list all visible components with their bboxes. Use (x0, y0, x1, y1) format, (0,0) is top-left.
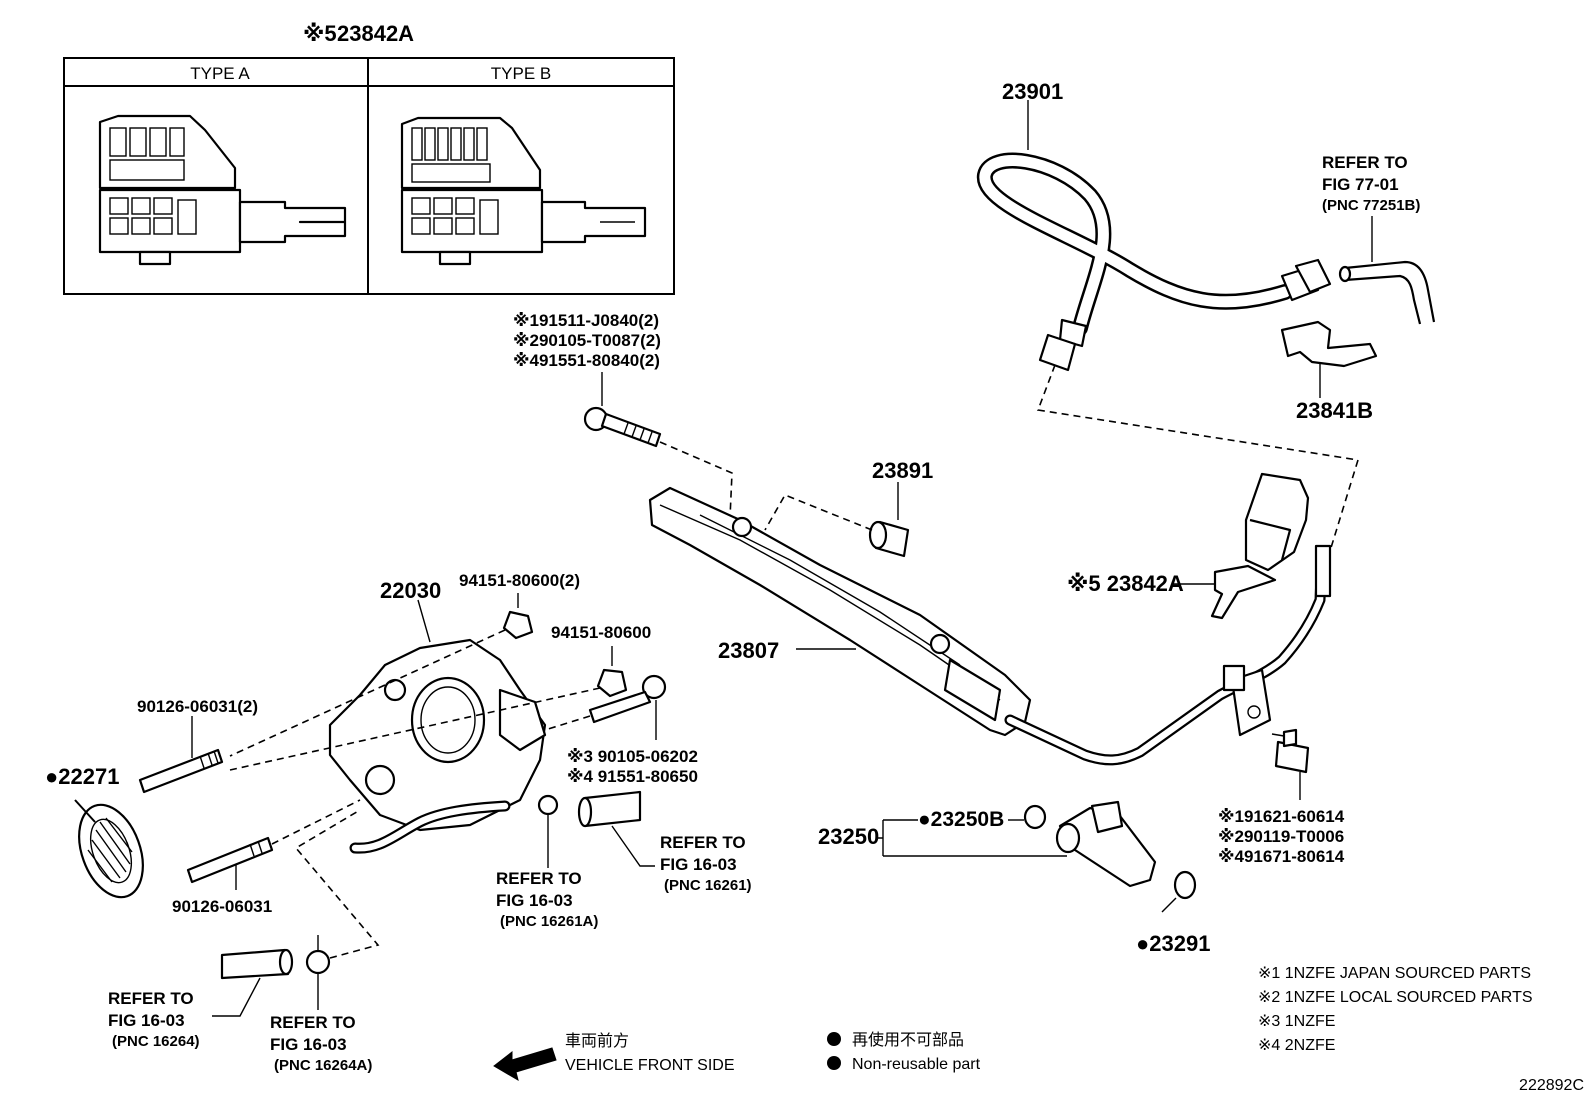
bullet-icon (827, 1056, 841, 1070)
ref-fig16b-line1: REFER TO (660, 833, 746, 852)
hose-leader-dashed (1036, 364, 1360, 591)
bolt-rail-line2: ※290105-T0087(2) (513, 331, 661, 350)
connector-type-inset: ※5 23842A TYPE A TYPE B (63, 21, 675, 295)
type-a-header: TYPE A (190, 64, 250, 83)
rail-bolt (583, 372, 733, 519)
inset-title-prefix: ※5 (303, 21, 337, 46)
front-label-jp: 車両前方 (565, 1032, 629, 1050)
ref-fig16b-line3: (PNC 16261) (664, 877, 752, 894)
note-4: ※4 2NZFE (1258, 1037, 1335, 1054)
label-23901: 23901 (1002, 79, 1063, 104)
ref-fig77-line1: REFER TO (1322, 153, 1408, 172)
label-22030: 22030 (380, 578, 441, 603)
label-23291: ●23291 (1136, 931, 1210, 956)
type-b-connector (400, 116, 647, 266)
bolt-pipe-line3: ※491671-80614 (1218, 847, 1345, 866)
label-nut-94151-2: 94151-80600(2) (459, 571, 580, 590)
ref-fig16a-line3: (PNC 16261A) (500, 913, 598, 930)
connector-23842a (1173, 472, 1310, 620)
ref-fig16d-line2: FIG 16-03 (270, 1035, 347, 1054)
ref-fig77-line2: FIG 77-01 (1322, 175, 1399, 194)
nonreusable-legend: 再使用不可部品 Non-reusable part (827, 1031, 981, 1073)
ref-fig16c-line1: REFER TO (108, 989, 194, 1008)
ref-fig16d-line1: REFER TO (270, 1013, 356, 1032)
label-stud: 90126-06031 (172, 897, 272, 916)
nonreuse-label-jp: 再使用不可部品 (852, 1031, 964, 1049)
nut-leaders-dashed (229, 629, 601, 771)
front-direction-legend: 車両前方 VEHICLE FRONT SIDE (493, 1032, 735, 1082)
ref-fig16a-line2: FIG 16-03 (496, 891, 573, 910)
stud-90126 (186, 799, 361, 890)
sourcing-notes: ※1 1NZFE JAPAN SOURCED PARTS ※2 1NZFE LO… (1258, 965, 1533, 1054)
insulator-23891 (764, 482, 910, 558)
note-1: ※1 1NZFE JAPAN SOURCED PARTS (1258, 965, 1531, 982)
ref-fig16c-line2: FIG 16-03 (108, 1011, 185, 1030)
bolt-rail-line1: ※191511-J0840(2) (513, 311, 659, 330)
type-b-header: TYPE B (491, 64, 551, 83)
figure-id: 222892C (1519, 1077, 1584, 1094)
bracket-23250 (878, 819, 1067, 857)
ref-fig16c-line3: (PNC 16264) (112, 1033, 200, 1050)
label-23250b: ●23250B (918, 808, 1004, 831)
nut-94151-pair (502, 593, 534, 640)
front-label-en: VEHICLE FRONT SIDE (565, 1057, 735, 1074)
bullet-icon (827, 1032, 841, 1046)
fuel-rail-23807 (648, 486, 1032, 737)
label-22271: ●22271 (45, 764, 119, 789)
fuel-pipe (1004, 544, 1332, 766)
clip-23841b (1280, 320, 1378, 398)
inset-title-part: 23842A (337, 21, 414, 46)
label-23807: 23807 (718, 638, 779, 663)
bolt-tb-line2: ※4 91551-80650 (567, 767, 698, 786)
bolt-pipe-line1: ※191621-60614 (1218, 807, 1345, 826)
injector-23250 (1023, 800, 1197, 913)
front-arrow-icon (493, 1047, 557, 1082)
label-stud-2: 90126-06031(2) (137, 697, 258, 716)
ref-fig16b-line2: FIG 16-03 (660, 855, 737, 874)
ref-fig16a-line1: REFER TO (496, 869, 582, 888)
label-nut-94151: 94151-80600 (551, 623, 651, 642)
label-23842a: ※5 23842A (1067, 571, 1184, 596)
ref-fig16d-line3: (PNC 16264A) (274, 1057, 372, 1074)
label-23250: 23250 (818, 824, 879, 849)
stud-90126-2 (138, 716, 224, 794)
note-3: ※3 1NZFE (1258, 1013, 1335, 1030)
nut-94151 (596, 646, 628, 698)
bolt-rail-line3: ※491551-80840(2) (513, 351, 660, 370)
tb-hose-refs (212, 790, 655, 1017)
ref-fig77-hose (1338, 216, 1436, 325)
ref-fig77-line3: (PNC 77251B) (1322, 197, 1420, 214)
gasket-22271 (74, 799, 144, 899)
note-2: ※2 1NZFE LOCAL SOURCED PARTS (1258, 989, 1533, 1006)
label-23841b: 23841B (1296, 398, 1373, 423)
throttle-body-22030 (328, 599, 547, 854)
bolt-tb-line1: ※3 90105-06202 (567, 747, 698, 766)
tb-bolt (544, 674, 667, 740)
type-a-connector (98, 114, 347, 266)
fuel-hose-23901 (977, 100, 1332, 372)
label-23891: 23891 (872, 458, 933, 483)
nonreuse-label-en: Non-reusable part (852, 1056, 981, 1073)
bolt-pipe-line2: ※290119-T0006 (1218, 827, 1344, 846)
pipe-bolt (1271, 728, 1310, 800)
